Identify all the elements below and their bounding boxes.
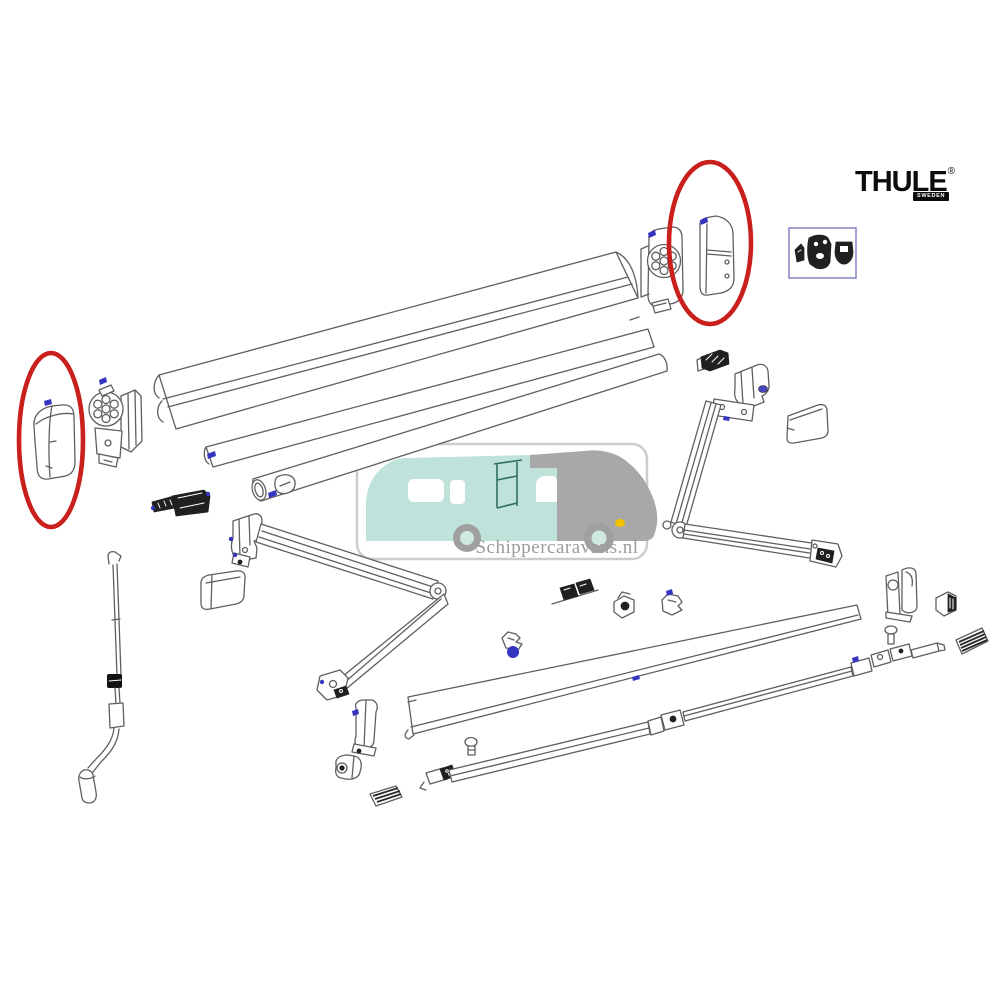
fixing-screw-right bbox=[884, 625, 898, 645]
watermark-van-cab bbox=[530, 450, 658, 541]
watermark-awning-sketch bbox=[493, 459, 523, 509]
lead-rail-front-panel bbox=[404, 604, 862, 740]
watermark-window-door bbox=[450, 480, 465, 504]
rail-end-insert-left bbox=[369, 785, 403, 807]
thule-logo-wordmark: THULE bbox=[855, 166, 948, 198]
watermark-hub-rear bbox=[460, 531, 474, 545]
thule-logo: THULE ® SWEDEN bbox=[855, 166, 985, 201]
watermark-hub-front bbox=[591, 530, 607, 546]
end-cap-left bbox=[33, 399, 76, 480]
inset-parts-box bbox=[788, 227, 857, 279]
rod-segment-c bbox=[910, 642, 940, 659]
gasket-plate bbox=[807, 234, 832, 270]
awning-case-lid-profile bbox=[153, 251, 639, 430]
watermark-text: Schippercaravans.nl bbox=[475, 537, 638, 558]
watermark-headlight bbox=[615, 519, 625, 527]
arm-upper-right bbox=[670, 400, 722, 528]
tension-rafter-rod bbox=[419, 642, 946, 791]
arm-cover-cap-right bbox=[786, 403, 829, 444]
fabric-roller-tube bbox=[251, 353, 668, 502]
gasket-pad-small bbox=[794, 243, 805, 263]
registered-trademark-icon: ® bbox=[947, 166, 956, 177]
support-foot-left bbox=[351, 699, 378, 757]
highlight-circle-right bbox=[666, 159, 754, 327]
clamp-pad bbox=[834, 241, 854, 265]
gear-end-plate-right bbox=[629, 226, 684, 321]
end-cap-right bbox=[699, 215, 735, 296]
rail-end-insert-right bbox=[955, 627, 989, 655]
mounting-clip-b bbox=[613, 591, 635, 619]
fixing-screw-center bbox=[464, 736, 478, 756]
mounting-clip-c bbox=[661, 589, 683, 616]
fabric-clip-blue bbox=[501, 631, 523, 658]
bracket-block-left bbox=[335, 754, 362, 780]
crank-handle bbox=[78, 550, 125, 804]
awning-fabric-sheet bbox=[203, 328, 655, 468]
spring-arm-left bbox=[228, 513, 449, 701]
spring-arm-right bbox=[662, 363, 843, 568]
connector-block-right bbox=[696, 349, 730, 372]
watermark-window-cab bbox=[536, 476, 557, 502]
watermark: Schippercaravans.nl bbox=[355, 442, 658, 561]
arm-lower-right bbox=[682, 523, 819, 560]
watermark-window-large bbox=[408, 479, 444, 502]
thule-logo-tagline: SWEDEN bbox=[913, 192, 950, 201]
bracket-block-right bbox=[935, 591, 957, 617]
arm-cover-cap-left bbox=[200, 570, 246, 611]
wall-bracket-right bbox=[885, 567, 918, 623]
drive-motor-unit bbox=[150, 489, 211, 517]
mounting-clip-a bbox=[551, 578, 599, 605]
gearbox-end-plate-left bbox=[88, 377, 143, 468]
highlight-circle-left bbox=[16, 350, 86, 530]
